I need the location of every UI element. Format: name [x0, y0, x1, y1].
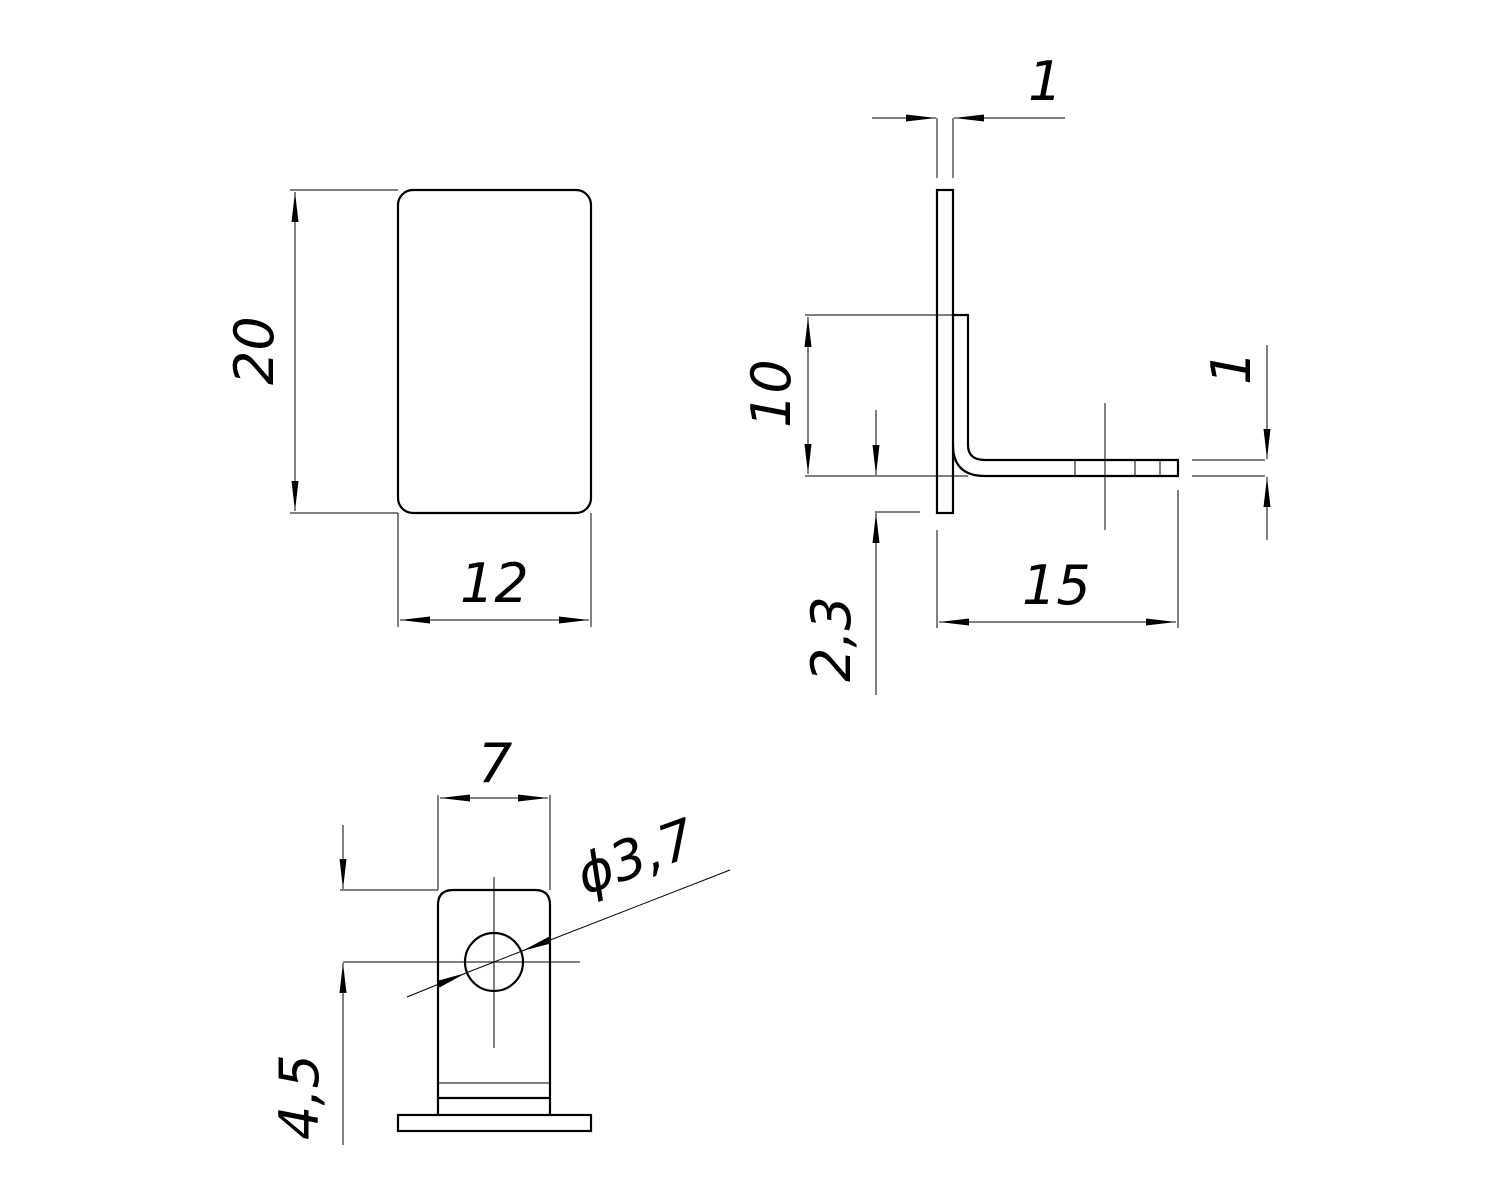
dim-text-1-right: 1: [1200, 351, 1263, 385]
dimension-leg-length-15: 15: [936, 490, 1179, 628]
dim-text-20: 20: [223, 316, 286, 385]
dimension-thickness-right-1: 1: [1192, 345, 1271, 540]
dim-text-1-top: 1: [1028, 50, 1062, 113]
mounting-plate-edge: [935, 188, 955, 515]
dimension-bend-height-10: 10: [740, 314, 968, 477]
dimension-hole-offset-4-5: 4,5: [268, 825, 438, 1145]
dimension-width-12: 12: [397, 513, 592, 627]
dimension-thickness-top-1: 1: [872, 50, 1065, 178]
dim-text-15: 15: [1022, 554, 1091, 617]
dim-text-10: 10: [740, 359, 803, 428]
dimension-hole-diameter: ϕ3,7: [406, 806, 731, 998]
dimension-height-20: 20: [223, 189, 398, 514]
dim-text-2-3: 2,3: [800, 596, 863, 682]
dimension-offset-2-3: 2,3: [800, 410, 920, 695]
bent-leg-profile: [951, 313, 1180, 478]
plate-outline: [396, 188, 593, 515]
side-view: 1 10 2,3 15 1: [740, 50, 1271, 695]
dimension-width-7: 7: [437, 732, 551, 890]
dim-text-7: 7: [478, 732, 512, 795]
base-plate-edge: [396, 1113, 593, 1133]
dim-text-4-5: 4,5: [268, 1054, 331, 1140]
dim-text-12: 12: [460, 552, 529, 615]
dim-text-diameter-3-7: ϕ3,7: [568, 806, 704, 907]
front-view: 20 12: [223, 188, 593, 627]
bottom-view: 7 ϕ3,7 4,5: [268, 732, 731, 1145]
